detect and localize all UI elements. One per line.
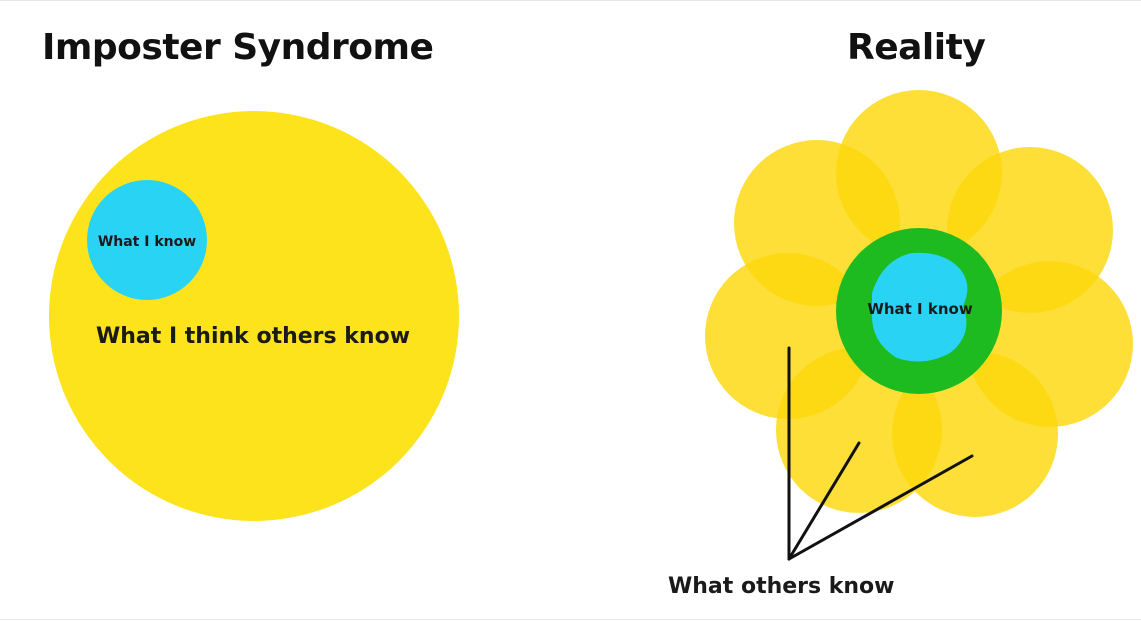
pointer-lines <box>787 346 974 561</box>
pointer-line-middle <box>787 441 861 561</box>
imposter-syndrome-title: Imposter Syndrome <box>42 27 434 68</box>
reality-title: Reality <box>847 27 986 68</box>
pointer-line-right <box>787 454 974 561</box>
what-i-know-left-label: What I know <box>98 234 196 250</box>
what-others-know-label: What others know <box>668 574 895 599</box>
what-i-know-center: What I know <box>867 252 973 362</box>
imposter-diagram: What I know What I think others know <box>49 111 459 521</box>
what-i-know-small-circle <box>87 180 207 300</box>
reality-diagram: What I know What others know <box>668 90 1133 599</box>
what-i-think-others-know-label: What I think others know <box>96 324 410 349</box>
petal-group <box>705 90 1133 517</box>
others-know-big-circle <box>49 111 459 521</box>
what-i-know-center-shape <box>872 252 968 362</box>
what-i-know-right-label: What I know <box>867 300 973 318</box>
